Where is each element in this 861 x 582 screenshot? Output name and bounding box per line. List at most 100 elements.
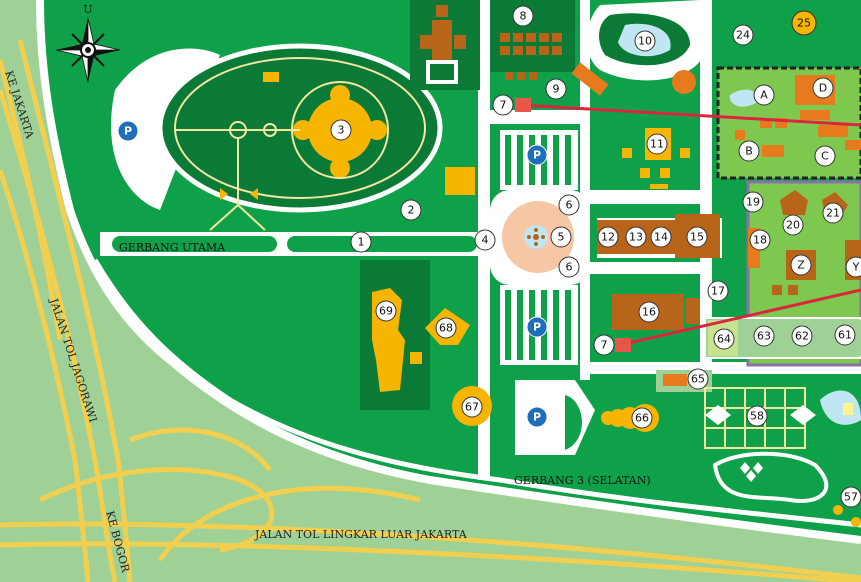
- svg-text:13: 13: [629, 231, 643, 244]
- svg-text:P: P: [533, 411, 541, 424]
- svg-text:3: 3: [338, 124, 345, 137]
- parking-icon: P: [526, 406, 548, 428]
- marker-6-south[interactable]: 6: [558, 256, 580, 278]
- marker-2[interactable]: 2: [400, 199, 422, 221]
- parking-icon: P: [526, 316, 548, 338]
- svg-text:25: 25: [797, 17, 811, 30]
- marker-69[interactable]: 69: [375, 300, 397, 322]
- svg-text:6: 6: [566, 261, 573, 274]
- perimeter-road: [36, 0, 861, 544]
- south-gate-label: GERBANG 3 (SELATAN): [514, 474, 651, 487]
- svg-text:62: 62: [795, 330, 809, 343]
- svg-text:14: 14: [654, 231, 668, 244]
- svg-text:68: 68: [439, 322, 453, 335]
- cable-car-line-south: [619, 288, 861, 347]
- svg-text:D: D: [819, 82, 827, 95]
- marker-19[interactable]: 19: [742, 191, 764, 213]
- marker-67[interactable]: 67: [461, 396, 483, 418]
- marker-16[interactable]: 16: [638, 301, 660, 323]
- svg-text:65: 65: [691, 373, 705, 386]
- marker-65[interactable]: 65: [687, 368, 709, 390]
- svg-text:C: C: [821, 150, 829, 163]
- svg-text:B: B: [745, 145, 753, 158]
- marker-6-north[interactable]: 6: [558, 194, 580, 216]
- svg-text:11: 11: [650, 138, 664, 151]
- marker-57[interactable]: 57: [840, 486, 861, 508]
- svg-text:66: 66: [635, 412, 649, 425]
- svg-text:19: 19: [746, 196, 760, 209]
- marker-7-south[interactable]: 7: [593, 334, 615, 356]
- marker-13[interactable]: 13: [625, 226, 647, 248]
- svg-text:20: 20: [786, 219, 800, 232]
- marker-y[interactable]: Y: [845, 256, 861, 278]
- svg-text:21: 21: [826, 207, 840, 220]
- svg-text:7: 7: [500, 99, 507, 112]
- svg-text:1: 1: [358, 236, 365, 249]
- compass-icon: [55, 17, 121, 83]
- marker-68[interactable]: 68: [435, 317, 457, 339]
- marker-c[interactable]: C: [814, 145, 836, 167]
- svg-text:Z: Z: [797, 259, 805, 272]
- marker-63[interactable]: 63: [753, 325, 775, 347]
- marker-62[interactable]: 62: [791, 325, 813, 347]
- marker-21[interactable]: 21: [822, 202, 844, 224]
- marker-14[interactable]: 14: [650, 226, 672, 248]
- marker-a[interactable]: A: [753, 84, 775, 106]
- svg-text:24: 24: [736, 29, 750, 42]
- svg-text:61: 61: [838, 329, 852, 342]
- svg-text:15: 15: [690, 231, 704, 244]
- marker-12[interactable]: 12: [597, 226, 619, 248]
- building-65: [663, 374, 687, 386]
- svg-text:64: 64: [717, 333, 731, 346]
- svg-text:67: 67: [465, 401, 479, 414]
- compass-north-label: U: [83, 3, 92, 16]
- marker-d[interactable]: D: [812, 77, 834, 99]
- main-gate-label: GERBANG UTAMA: [119, 241, 226, 254]
- parking-icon: P: [526, 144, 548, 166]
- svg-text:17: 17: [711, 285, 725, 298]
- marker-11[interactable]: 11: [646, 133, 668, 155]
- marker-66[interactable]: 66: [631, 407, 653, 429]
- marker-b[interactable]: B: [738, 140, 760, 162]
- marker-z[interactable]: Z: [790, 254, 812, 276]
- marker-4[interactable]: 4: [474, 229, 496, 251]
- svg-text:16: 16: [642, 306, 656, 319]
- marker-9[interactable]: 9: [545, 78, 567, 100]
- building-cluster-8: [420, 5, 562, 80]
- svg-text:Y: Y: [852, 261, 860, 274]
- marker-7-north[interactable]: 7: [492, 94, 514, 116]
- svg-text:58: 58: [750, 410, 764, 423]
- marker-61[interactable]: 61: [834, 324, 856, 346]
- diamond-icons: [740, 462, 763, 482]
- svg-text:63: 63: [757, 330, 771, 343]
- marker-3[interactable]: 3: [330, 119, 352, 141]
- marker-1[interactable]: 1: [350, 231, 372, 253]
- marker-15[interactable]: 15: [686, 226, 708, 248]
- marker-18[interactable]: 18: [749, 229, 771, 251]
- outer-ring-toll-label: JALAN TOL LINGKAR LUAR JAKARTA: [254, 528, 468, 541]
- fountain-icon: [527, 228, 545, 246]
- marker-5[interactable]: 5: [550, 226, 572, 248]
- marker-24[interactable]: 24: [732, 24, 754, 46]
- svg-text:8: 8: [520, 10, 527, 23]
- marker-10[interactable]: 10: [634, 30, 656, 52]
- marker-25[interactable]: 25: [791, 10, 817, 36]
- marker-20[interactable]: 20: [782, 214, 804, 236]
- svg-text:69: 69: [379, 305, 393, 318]
- highway-ring: [0, 427, 861, 582]
- cable-car-line-north: [519, 103, 861, 127]
- svg-text:P: P: [533, 321, 541, 334]
- svg-text:4: 4: [482, 234, 489, 247]
- marker-17[interactable]: 17: [707, 280, 729, 302]
- svg-text:7: 7: [601, 339, 608, 352]
- marker-64[interactable]: 64: [713, 328, 735, 350]
- svg-text:10: 10: [638, 35, 652, 48]
- svg-text:6: 6: [566, 199, 573, 212]
- marker-8[interactable]: 8: [512, 5, 534, 27]
- parking-icon: P: [117, 120, 139, 142]
- svg-text:P: P: [533, 149, 541, 162]
- svg-text:57: 57: [844, 491, 858, 504]
- marker-58[interactable]: 58: [746, 405, 768, 427]
